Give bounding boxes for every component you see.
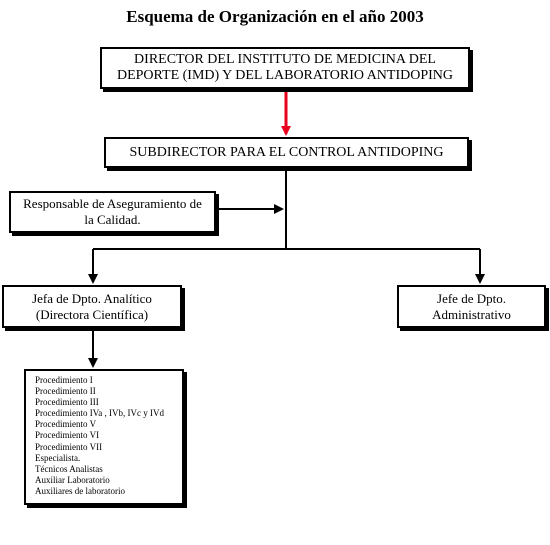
analytic-line-2: (Directora Científica) xyxy=(35,306,149,322)
procedure-item: Auxiliares de laboratorio xyxy=(35,485,125,496)
procedure-item: Procedimiento VI xyxy=(35,430,100,441)
quality-box: Responsable de Aseguramiento de la Calid… xyxy=(9,191,216,233)
admin-dept-box: Jefe de Dpto. Administrativo xyxy=(397,285,546,328)
quality-line-1: Responsable de Aseguramiento de xyxy=(23,196,202,211)
procedure-item: Procedimiento III xyxy=(35,397,99,408)
director-box: DIRECTOR DEL INSTITUTO DE MEDICINA DEL D… xyxy=(100,47,470,89)
procedure-item: Auxiliar Laboratorio xyxy=(35,474,110,485)
analytic-dept-box: Jefa de Dpto. Analítico (Directora Cient… xyxy=(2,285,182,328)
procedure-item: Procedimiento V xyxy=(35,419,97,430)
director-line-1: DIRECTOR DEL INSTITUTO DE MEDICINA DEL xyxy=(134,52,436,67)
diagram-title: Esquema de Organización en el año 2003 xyxy=(126,7,424,26)
admin-line-2: Administrativo xyxy=(432,306,511,322)
analytic-line-1: Jefa de Dpto. Analítico xyxy=(32,290,152,306)
procedure-item: Técnicos Analistas xyxy=(35,463,103,474)
director-line-2: DEPORTE (IMD) Y DEL LABORATORIO ANTIDOPI… xyxy=(116,68,454,83)
admin-line-1: Jefe de Dpto. xyxy=(437,290,506,306)
procedure-item: Procedimiento IVa , IVb, IVc y IVd xyxy=(35,408,164,419)
quality-line-2: la Calidad. xyxy=(84,212,141,227)
procedure-item: Especialista. xyxy=(35,452,81,463)
subdirector-label: SUBDIRECTOR PARA EL CONTROL ANTIDOPING xyxy=(129,144,444,160)
subdirector-box: SUBDIRECTOR PARA EL CONTROL ANTIDOPING xyxy=(104,137,469,168)
procedure-item: Procedimiento VII xyxy=(35,441,103,452)
procedures-box: Procedimiento I Procedimiento II Procedi… xyxy=(24,369,184,505)
procedure-item: Procedimiento II xyxy=(35,386,96,397)
procedure-item: Procedimiento I xyxy=(35,375,93,385)
